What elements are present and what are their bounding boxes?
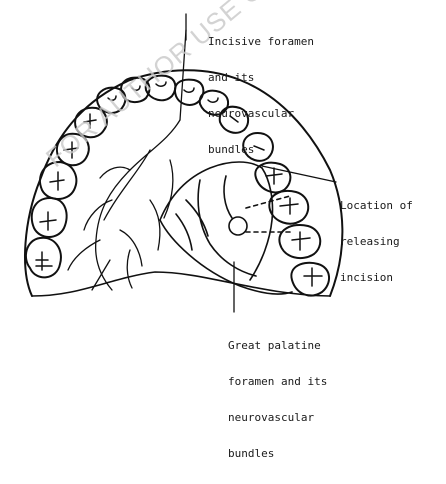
label-line: foramen and its: [228, 376, 327, 388]
label-line: Incisive foramen: [208, 36, 314, 48]
great-palatine-foramen: [229, 217, 247, 235]
label-line: Location of: [340, 200, 413, 212]
tooth-left-2: [32, 198, 67, 237]
label-line: Great palatine: [228, 340, 327, 352]
label-line: bundles: [208, 144, 314, 156]
label-great-palatine: Great palatine foramen and its neurovasc…: [228, 316, 327, 484]
tooth-left-1: [26, 238, 61, 278]
label-line: releasing: [340, 236, 413, 248]
label-line: neurovascular: [228, 412, 327, 424]
label-releasing-incision: Location of releasing incision: [340, 176, 413, 308]
label-line: and its: [208, 72, 314, 84]
tooth-right-8: [291, 263, 329, 296]
label-line: incision: [340, 272, 413, 284]
palate-diagram: FOR AUTHOR USE ONLY Incisive foramen and…: [0, 0, 446, 377]
label-line: bundles: [228, 448, 327, 460]
label-incisive-foramen: Incisive foramen and its neurovascular b…: [208, 12, 314, 180]
palate-base-line: [32, 272, 330, 296]
releasing-incision-dashes: [246, 196, 290, 232]
label-line: neurovascular: [208, 108, 314, 120]
